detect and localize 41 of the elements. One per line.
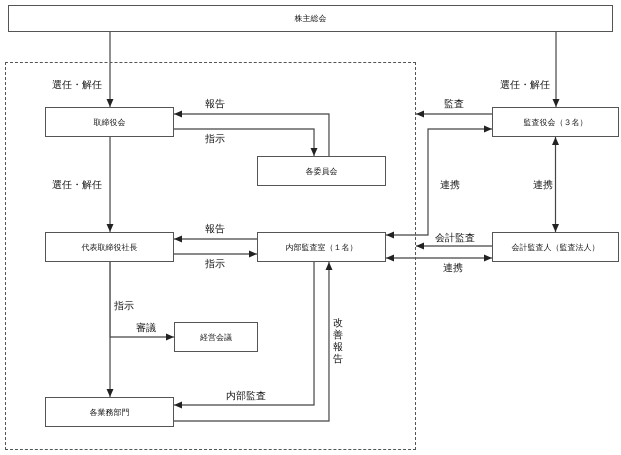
edge-label: 連携 xyxy=(532,178,554,192)
arrow xyxy=(174,110,330,156)
arrow xyxy=(174,262,332,422)
edge-label: 内部監査 xyxy=(225,389,267,403)
audit-office-box: 内部監査室（１名） xyxy=(257,232,386,262)
edge-label: 指示 xyxy=(204,257,226,271)
edge-label: 選任・解任 xyxy=(51,178,103,192)
edge-label: 選任・解任 xyxy=(499,78,551,92)
accounting-auditor-box: 会計監査人（監査法人） xyxy=(492,232,619,262)
arrow xyxy=(386,254,492,262)
edge-label: 監査 xyxy=(443,97,465,111)
president-box: 代表取締役社長 xyxy=(45,232,174,262)
edge-label: 選任・解任 xyxy=(51,78,103,92)
edge-label: 会計監査 xyxy=(434,231,476,245)
committee-box: 各委員会 xyxy=(257,156,386,186)
edge-label: 報告 xyxy=(204,97,226,111)
arrow xyxy=(552,137,559,232)
arrow xyxy=(552,32,560,107)
council-box: 経営会議 xyxy=(174,322,258,352)
dashed-boundary xyxy=(5,62,416,450)
arrow xyxy=(174,262,315,408)
edge-label: 指示 xyxy=(204,132,226,146)
auditor-board-box: 監査役会（３名） xyxy=(492,107,619,137)
board-box: 取締役会 xyxy=(45,107,174,137)
department-box: 各業務部門 xyxy=(45,397,174,427)
edge-label: 連携 xyxy=(442,261,464,275)
arrow xyxy=(106,137,114,232)
edge-label: 審議 xyxy=(135,321,157,335)
arrow xyxy=(109,262,174,340)
arrow xyxy=(416,110,492,118)
edge-label: 連携 xyxy=(439,178,461,192)
arrow xyxy=(174,128,318,156)
arrow xyxy=(106,32,114,107)
edge-label: 指示 xyxy=(113,299,135,313)
meeting-box: 株主総会 xyxy=(8,5,613,32)
edge-label: 報告 xyxy=(204,222,226,236)
arrow xyxy=(174,250,257,258)
arrow xyxy=(174,236,257,242)
edge-label: 改善報告 xyxy=(332,318,344,366)
arrow xyxy=(416,242,492,250)
arrow xyxy=(386,126,492,238)
